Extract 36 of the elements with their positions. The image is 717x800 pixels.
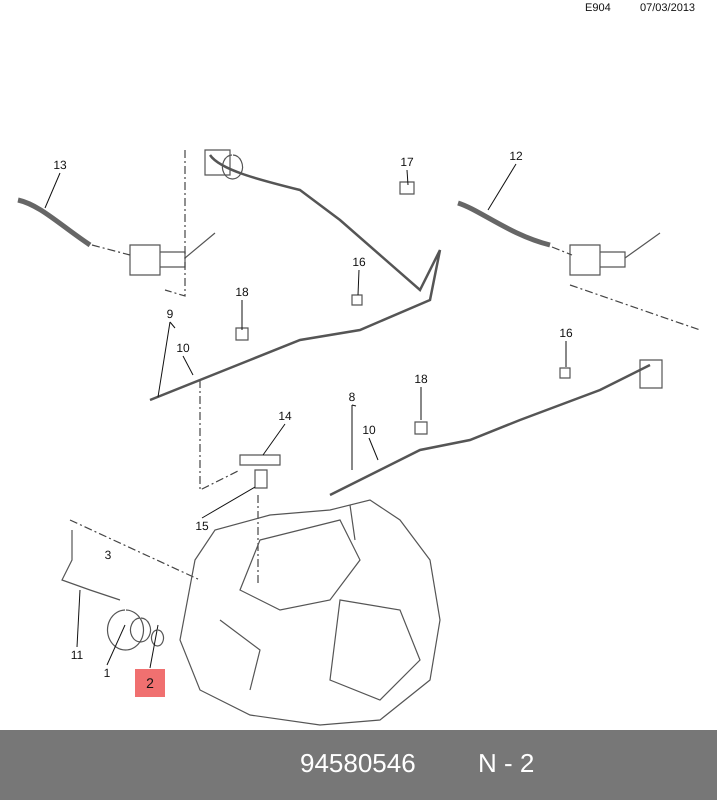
- leader-line: [368, 438, 378, 460]
- leader-line: [262, 424, 286, 456]
- callout-number: 16: [348, 255, 370, 269]
- leader-line: [420, 386, 422, 420]
- leader-line: [182, 356, 194, 376]
- leader-line: [170, 322, 176, 328]
- callout-number: 10: [358, 423, 380, 437]
- callout-number: 12: [505, 149, 527, 163]
- leader-line: [358, 270, 360, 296]
- leader-line: [150, 624, 158, 668]
- date: 07/03/2013: [640, 2, 696, 14]
- callout-number: 10: [172, 341, 194, 355]
- leader-line: [106, 624, 126, 666]
- position-number: N - 2: [478, 748, 534, 779]
- leader-line: [488, 164, 516, 210]
- part-number: 94580546: [300, 748, 416, 779]
- callout-number: 3: [97, 548, 119, 562]
- callout-number: 18: [410, 372, 432, 386]
- callout-number: 18: [231, 285, 253, 299]
- callout-number: 13: [49, 158, 71, 172]
- leader-line: [158, 322, 170, 398]
- callout-number: 16: [555, 326, 577, 340]
- leader-line: [406, 170, 408, 186]
- leader-line: [76, 590, 80, 648]
- callout-number: 14: [274, 409, 296, 423]
- callout-number: 17: [396, 155, 418, 169]
- callout-number: 8: [341, 390, 363, 404]
- leader-line: [44, 172, 60, 208]
- drawing-code: E904: [585, 2, 611, 14]
- leader-line: [202, 486, 256, 518]
- callout-number: 1: [96, 666, 118, 680]
- callout-number: 15: [191, 519, 213, 533]
- callout-number: 2: [135, 669, 165, 697]
- callout-number: 11: [66, 648, 88, 662]
- callout-number: 9: [159, 307, 181, 321]
- leader-line: [352, 404, 356, 406]
